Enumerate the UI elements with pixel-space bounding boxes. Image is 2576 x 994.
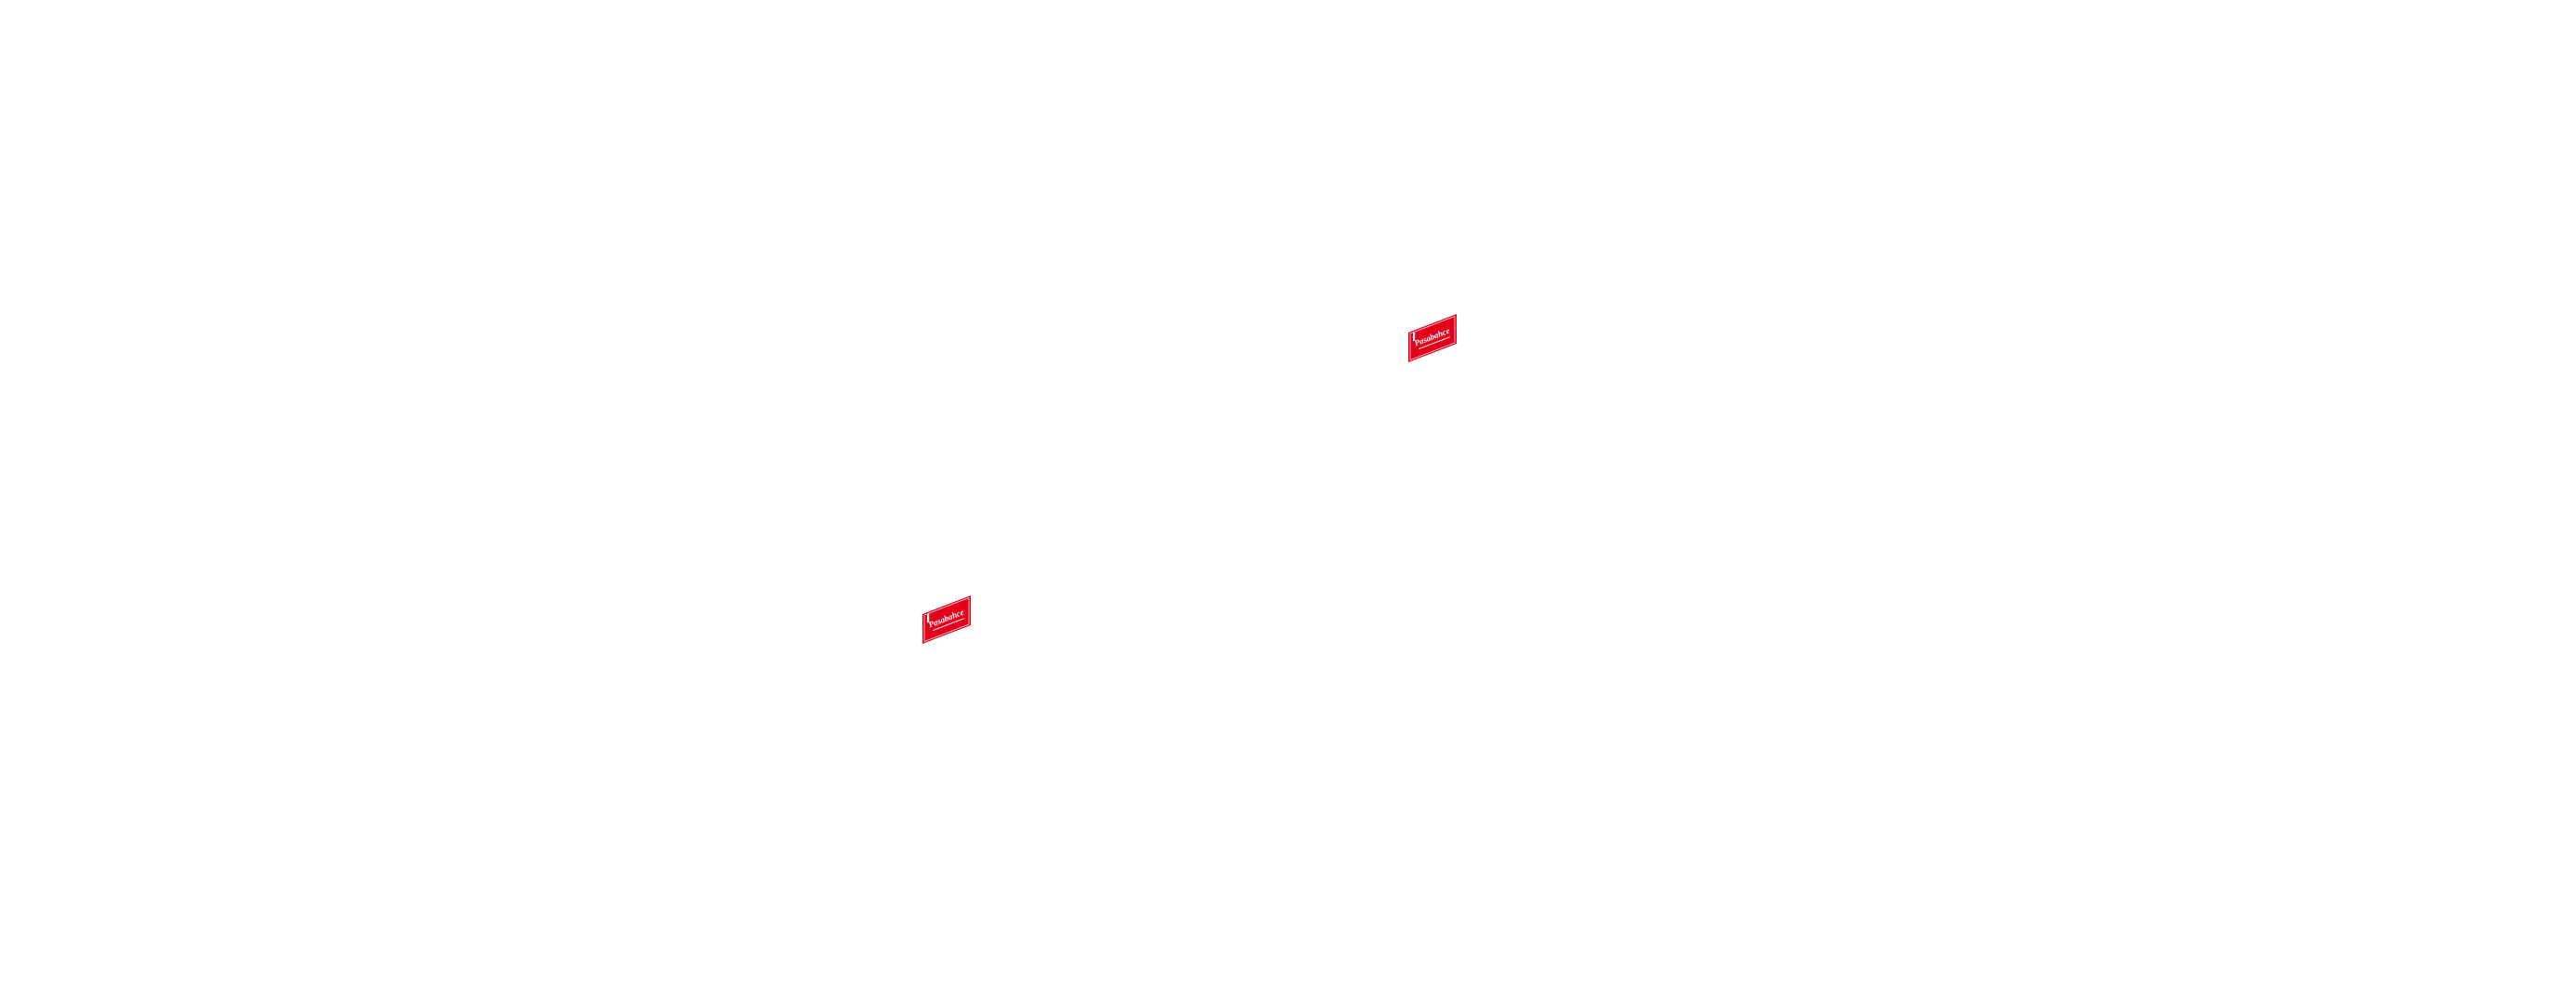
brand-logo-icon: Pasabahce xyxy=(921,594,973,646)
brand-logo-icon: Pasabahce xyxy=(1406,312,1458,364)
